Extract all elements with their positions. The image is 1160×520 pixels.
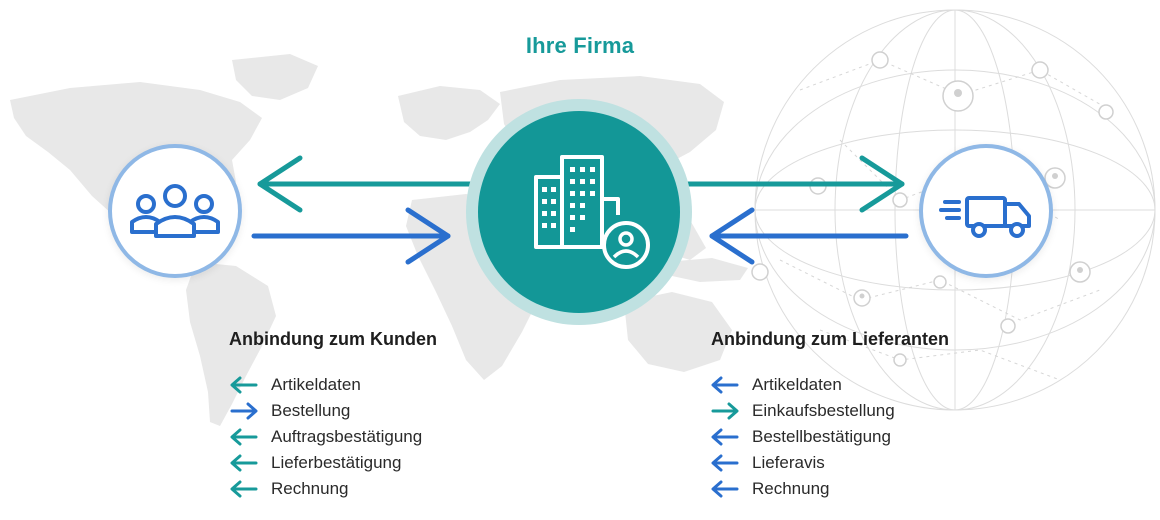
arrow-left-icon	[711, 376, 739, 394]
arrow-from-supplier	[709, 207, 909, 265]
list-item: Auftragsbestätigung	[229, 424, 422, 450]
supplier-heading: Anbindung zum Lieferanten	[711, 329, 949, 349]
arrow-left-icon	[711, 480, 739, 498]
arrow-from-customer	[251, 207, 451, 265]
list-item: Artikeldaten	[229, 372, 422, 398]
arrow-left-icon	[230, 454, 258, 472]
list-item: Rechnung	[229, 476, 422, 502]
list-item: Lieferavis	[710, 450, 895, 476]
office-building-user-icon	[534, 155, 650, 269]
arrow-to-supplier	[681, 155, 905, 213]
arrow-left-icon	[230, 480, 258, 498]
list-item: Rechnung	[710, 476, 895, 502]
list-item: Einkaufsbestellung	[710, 398, 895, 424]
list-item: Bestellung	[229, 398, 422, 424]
customer-heading: Anbindung zum Kunden	[229, 329, 437, 349]
list-item: Lieferbestätigung	[229, 450, 422, 476]
customer-message-list: Artikeldaten Bestellung Auftragsbestätig…	[229, 372, 422, 502]
arrow-left-icon	[711, 428, 739, 446]
arrow-right-icon	[711, 402, 739, 420]
arrow-left-icon	[711, 454, 739, 472]
company-node	[478, 111, 680, 313]
arrow-left-icon	[230, 376, 258, 394]
customer-node	[108, 144, 242, 278]
company-title: Ihre Firma	[525, 33, 635, 58]
people-group-icon	[130, 184, 220, 238]
supplier-node	[919, 144, 1053, 278]
delivery-truck-icon	[939, 196, 1031, 238]
arrow-to-customer	[257, 155, 481, 213]
list-item: Artikeldaten	[710, 372, 895, 398]
supplier-message-list: Artikeldaten Einkaufsbestellung Bestellb…	[710, 372, 895, 502]
arrow-left-icon	[230, 428, 258, 446]
arrow-right-icon	[230, 402, 258, 420]
list-item: Bestellbestätigung	[710, 424, 895, 450]
